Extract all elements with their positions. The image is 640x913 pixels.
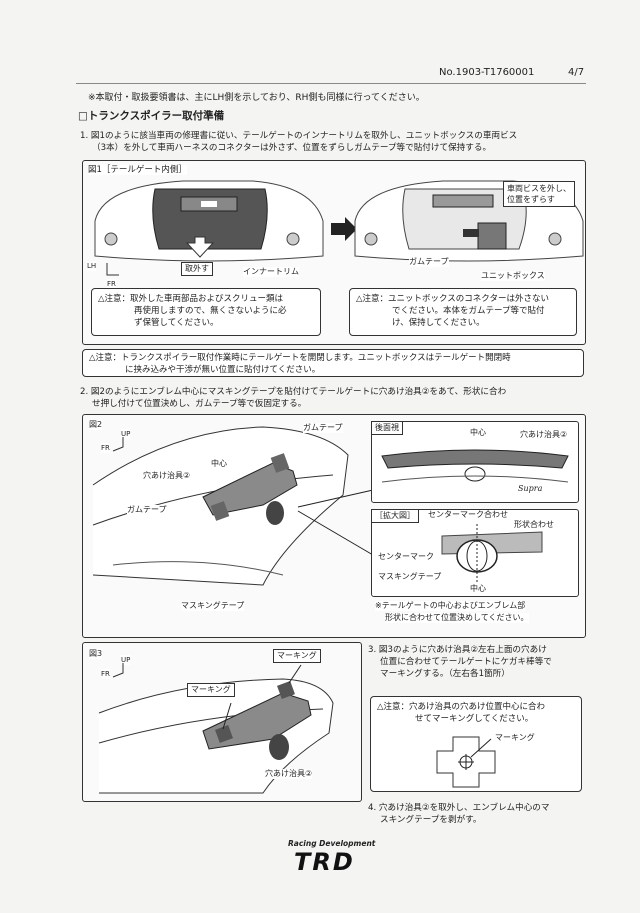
note-right-line3: け、保持してください。 — [392, 318, 485, 328]
fig3-jig: 穴あけ治具② — [265, 769, 313, 779]
callout-line1: 車両ビスを外し、 — [507, 184, 571, 193]
step3-marking-label: マーキング — [495, 733, 535, 743]
step3-line2: 位置に合わせてテールゲートにケガキ棒等で — [380, 657, 552, 667]
fig2-masking-tape: マスキングテープ — [181, 601, 245, 611]
trd-logo: TRD — [294, 848, 355, 876]
figure2-frame: 図2 UP FR ガムテープ 中心 穴あけ治具② ガムテープ マスキングテープ … — [82, 414, 586, 638]
step1-line1: 1. 図1のように該当車両の修理書に従い、テールゲートのインナートリムを取外し、… — [80, 131, 518, 141]
fig3-marking-left: マーキング — [187, 683, 235, 697]
caution-main: △注意：トランクスポイラー取付作業時にテールゲートを開閉します。ユニットボックス… — [82, 349, 584, 377]
fig2-footnote-1: ※テールゲートの中心およびエンブレム部 — [375, 601, 526, 611]
rear-view-jig: 穴あけ治具② — [520, 430, 568, 440]
fig2-gum-tape-top: ガムテープ — [303, 423, 343, 433]
caution-main-line2: に挟み込みや干渉が無い位置に貼付けてください。 — [125, 365, 321, 375]
figure3-title: 図3 — [89, 649, 103, 659]
lh-label: LH — [87, 261, 97, 271]
fig2-center: 中心 — [211, 459, 227, 469]
fig3-fr: FR — [101, 669, 110, 679]
intro-note: ※本取付・取扱要領書は、主にLH側を示しており、RH側も同様に行ってください。 — [88, 93, 425, 103]
fig3-marking-right: マーキング — [273, 649, 321, 663]
figure3-frame: 図3 UP FR マーキング マーキング 穴あけ治具② — [82, 642, 362, 802]
zoom-center-mark: センターマーク — [378, 552, 434, 562]
lh-fr-axis — [106, 263, 119, 276]
step1-line2: （3本）を外して車両ハーネスのコネクターは外さず、位置をずらしガムテープ等で貼付… — [92, 143, 492, 153]
page-number: 4/7 — [568, 67, 585, 78]
header-rule — [76, 83, 586, 84]
tailgate-inside-left-drawing — [94, 180, 584, 262]
footer-racing-development: Racing Development — [288, 839, 376, 848]
note-right-line1: △注意：ユニットボックスのコネクターは外さない — [356, 294, 549, 304]
zoom-title: ［拡大図］ — [371, 509, 419, 523]
rear-view-frame: 後面視 中心 穴あけ治具② Supra — [371, 421, 579, 503]
caution-main-line1: △注意：トランクスポイラー取付作業時にテールゲートを開閉します。ユニットボックス… — [89, 353, 511, 363]
note-left-line3: ず保管してください。 — [134, 318, 219, 328]
step3-line3: マーキングする。（左右各1箇所） — [380, 669, 510, 679]
fig1-note-left: △注意：取外した車両部品およびスクリュー類は 再使用しますので、無くさないように… — [91, 288, 321, 336]
zoom-shape-align: 形状合わせ — [514, 520, 554, 530]
note-left-line1: △注意：取外した車両部品およびスクリュー類は — [98, 294, 284, 304]
zoom-drawing — [441, 524, 543, 582]
fig2-up: UP — [121, 429, 131, 439]
step2-line1: 2. 図2のようにエンブレム中心にマスキングテープを貼付けてテールゲートに穴あけ… — [80, 387, 507, 397]
doc-number: No.1903-T1760001 — [439, 67, 535, 78]
note-left-line2: 再使用しますので、無くさないように必 — [134, 306, 287, 316]
step2-line2: せ押し付けて位置決めし、ガムテープ等で仮固定する。 — [92, 399, 307, 409]
fig3-axis — [112, 663, 124, 678]
marking-cross-drawing — [436, 736, 496, 788]
fig2-fr: FR — [101, 443, 110, 453]
fig2-footnote-2: 形状に合わせて位置決めしてください。 — [385, 613, 529, 623]
zoom-center: 中心 — [470, 584, 486, 594]
callout-move-screws: 車両ビスを外し、 位置をずらす — [503, 181, 575, 207]
fr-label: FR — [107, 279, 116, 289]
fig3-up: UP — [121, 655, 131, 665]
fig2-jig: 穴あけ治具② — [143, 471, 191, 481]
step3-note-line1: △注意：穴あけ治具の穴あけ位置中心に合わ — [377, 702, 546, 712]
step3-note: △注意：穴あけ治具の穴あけ位置中心に合わ せてマーキングしてください。 マーキン… — [370, 696, 582, 792]
inner-trim-label: インナートリム — [243, 267, 299, 277]
zoom-frame: ［拡大図］ センターマーク合わせ 形状合わせ センターマーク マスキングテープ … — [371, 509, 579, 597]
rear-view-center: 中心 — [470, 428, 486, 438]
remove-label: 取外す — [181, 262, 213, 276]
step3-note-line2: せてマーキングしてください。 — [415, 714, 534, 724]
section-title: □トランクスポイラー取付準備 — [78, 110, 225, 122]
figure2-title: 図2 — [89, 420, 103, 430]
figure1-frame: 図1［テールゲート内側］ 取外す インナートリム LH FR 車両ビスを外し、 … — [82, 160, 586, 345]
fig1-note-right: △注意：ユニットボックスのコネクターは外さない でください。本体をガムテープ等で… — [349, 288, 577, 336]
fig3-car-drawing — [98, 664, 334, 794]
unit-box-label: ユニットボックス — [481, 271, 545, 281]
zoom-center-mark-align: センターマーク合わせ — [428, 510, 508, 520]
figure1-title: 図1［テールゲート内側］ — [88, 165, 187, 175]
rear-view-title: 後面視 — [371, 421, 403, 435]
note-right-line2: でください。本体をガムテープ等で貼付 — [392, 306, 545, 316]
emblem-text: Supra — [518, 484, 543, 494]
zoom-masking-tape: マスキングテープ — [378, 572, 442, 582]
callout-line2: 位置をずらす — [507, 195, 555, 204]
rear-view-drawing — [381, 449, 569, 483]
gum-tape-label: ガムテープ — [409, 257, 449, 267]
step4-line2: スキングテープを剥がす。 — [380, 815, 482, 825]
step4-line1: 4. 穴あけ治具②を取外し、エンブレム中心のマ — [368, 803, 550, 813]
fig2-axis — [112, 437, 124, 452]
fig2-gum-tape-left: ガムテープ — [127, 505, 167, 515]
step3-line1: 3. 図3のように穴あけ治具②左右上面の穴あけ — [368, 645, 547, 655]
fig2-car-drawing — [92, 426, 374, 586]
